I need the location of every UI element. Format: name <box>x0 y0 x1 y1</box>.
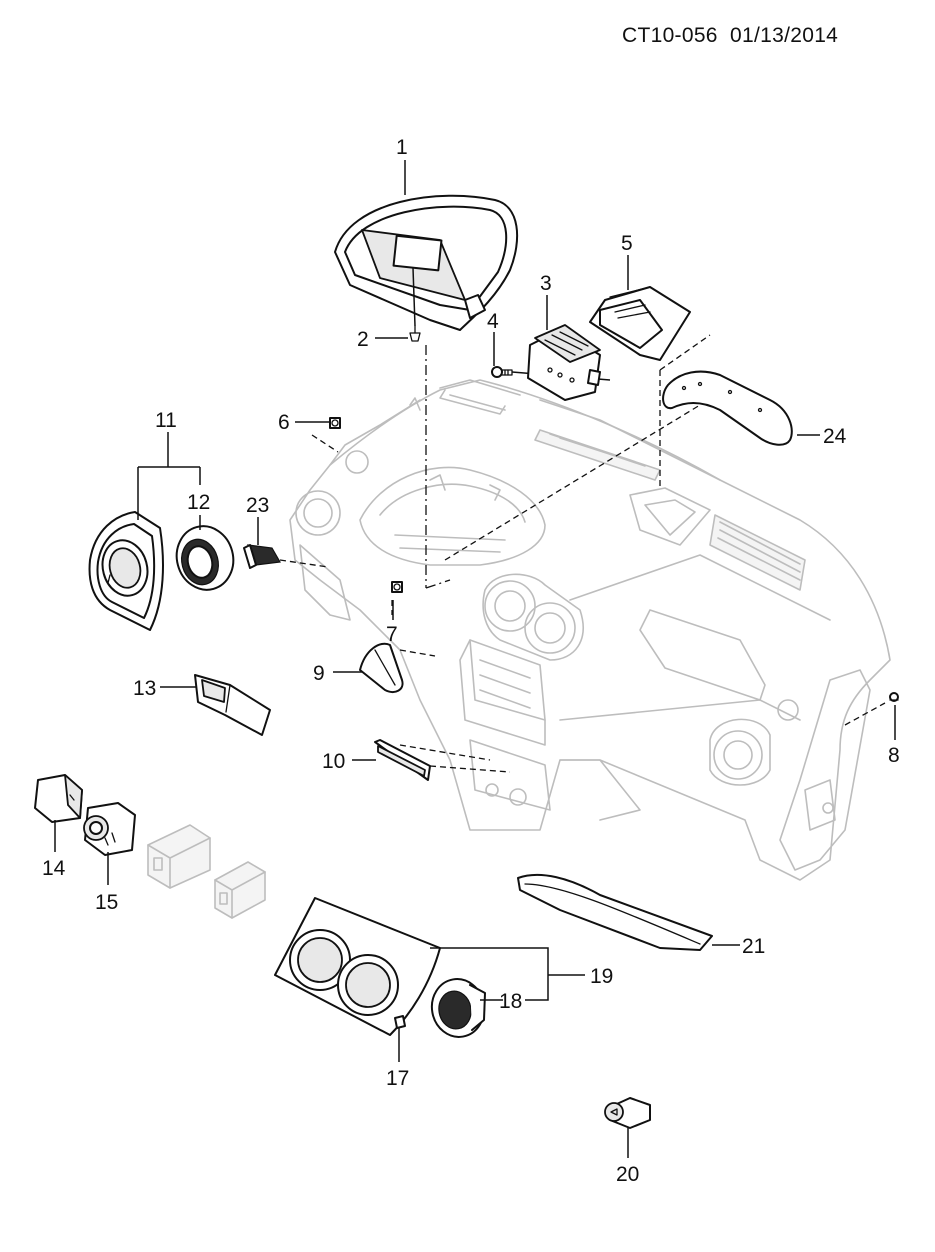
part-21-trim-strip <box>517 873 713 951</box>
callout-14: 14 <box>42 857 66 880</box>
callout-2: 2 <box>357 328 369 351</box>
part-18-vent-outlet <box>430 978 486 1038</box>
part-3-switch-module <box>527 324 601 401</box>
part-23-switch <box>243 544 281 569</box>
callout-12: 12 <box>187 491 210 514</box>
callout-15: 15 <box>95 891 118 914</box>
callout-leaders <box>54 160 896 1158</box>
callout-4: 4 <box>487 310 499 333</box>
callout-5: 5 <box>621 232 633 255</box>
callout-20: 20 <box>616 1163 639 1186</box>
part-2-screw <box>409 325 421 342</box>
callout-21: 21 <box>742 935 765 958</box>
part-9-trim-cover <box>359 642 404 693</box>
part-20-switch-knob <box>604 1097 651 1129</box>
callout-3: 3 <box>540 272 552 295</box>
callout-24: 24 <box>823 425 847 448</box>
callout-8: 8 <box>888 744 900 767</box>
callout-19: 19 <box>590 965 613 988</box>
part-11-left-vent-bezel <box>88 511 164 631</box>
callout-17: 17 <box>386 1067 409 1090</box>
part-7-clip <box>391 581 403 593</box>
callout-13: 13 <box>133 677 156 700</box>
callout-numbers: 1 2 3 4 5 6 7 8 9 10 11 12 13 14 15 17 1… <box>42 136 900 1186</box>
part-6-clip <box>329 417 341 429</box>
part-12-vent-outlet <box>175 525 235 591</box>
part-10-trim-strip <box>374 739 431 781</box>
callout-11: 11 <box>155 409 177 432</box>
part-4-screw <box>491 366 513 378</box>
part-19-center-vent-bezel <box>274 897 441 1036</box>
part-14-switch <box>34 774 83 823</box>
part-8-screw <box>889 692 899 702</box>
instrument-panel-outline <box>289 379 891 881</box>
part-5-vent-duct <box>589 286 691 361</box>
callout-7: 7 <box>386 623 398 646</box>
assembly-lines <box>279 334 886 773</box>
callout-18: 18 <box>499 990 522 1013</box>
callout-1: 1 <box>396 136 408 159</box>
part-17-clip <box>394 1015 406 1029</box>
callout-23: 23 <box>246 494 269 517</box>
callout-10: 10 <box>322 750 345 773</box>
document-id: CT10-056 01/13/2014 <box>622 24 839 47</box>
ghost-switch-blanks <box>147 824 266 919</box>
part-13-bracket <box>194 674 271 736</box>
part-1-cluster-hood <box>334 194 519 331</box>
part-15-rotary-switch <box>83 802 136 856</box>
callout-6: 6 <box>278 411 290 434</box>
callout-9: 9 <box>313 662 325 685</box>
part-24-seal <box>662 370 793 446</box>
